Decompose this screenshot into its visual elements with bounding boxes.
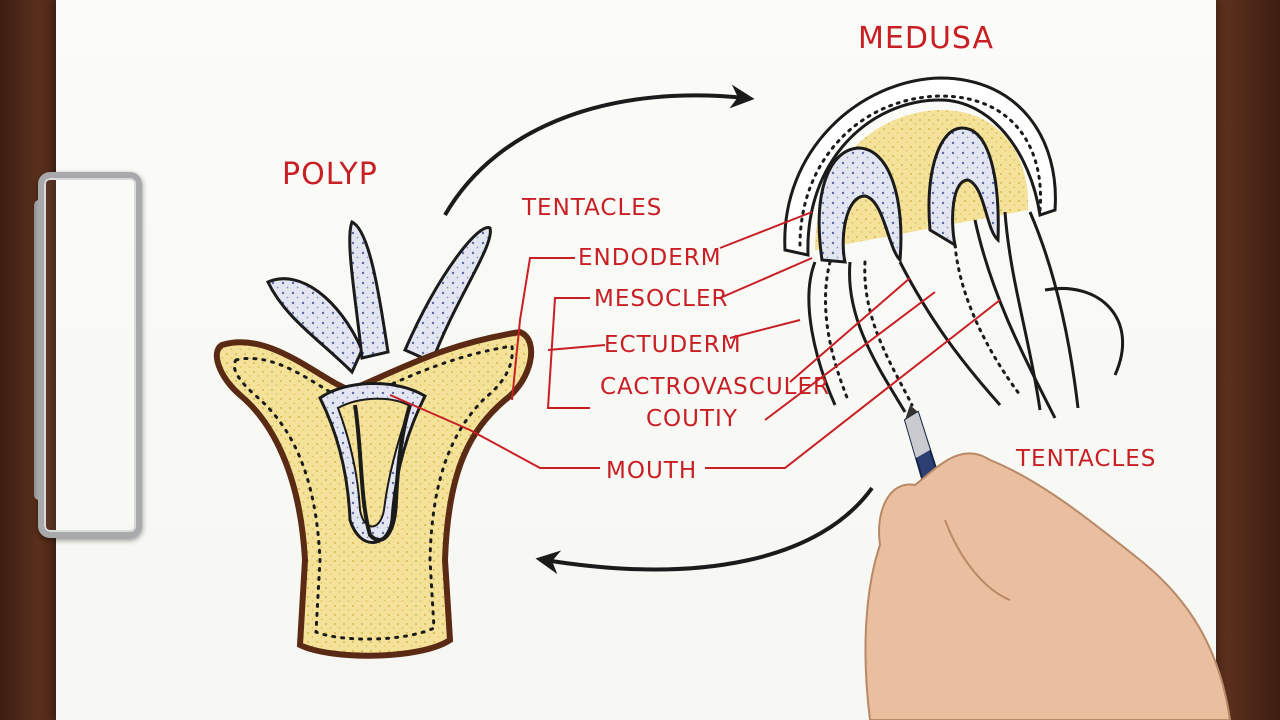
medusa-drawing [783,76,1125,419]
medusa-label: MEDUSA [858,21,994,56]
mouth-label: MOUTH [606,458,697,484]
tentacles-label: TENTACLES [521,195,662,221]
polyp-label: POLYP [282,157,378,192]
ectoderm-label: ECTUDERM [604,332,742,358]
mesoglea-label: MESOCLER [594,286,728,312]
endoderm-label: ENDODERM [578,245,722,271]
cycle-arrow-icon [535,486,874,575]
clipboard-clip-icon [38,172,142,538]
polyp-drawing [213,219,535,659]
cycle-arrow-icon [443,84,755,217]
leader-lines [389,211,1001,469]
medusa-tentacles-label: TENTACLES [1015,446,1156,472]
gastrovascular-label-line1: CACTROVASCULER [600,374,830,400]
gastrovascular-label-line2: COUTIY [646,406,738,432]
drawing-hand [864,452,1232,720]
